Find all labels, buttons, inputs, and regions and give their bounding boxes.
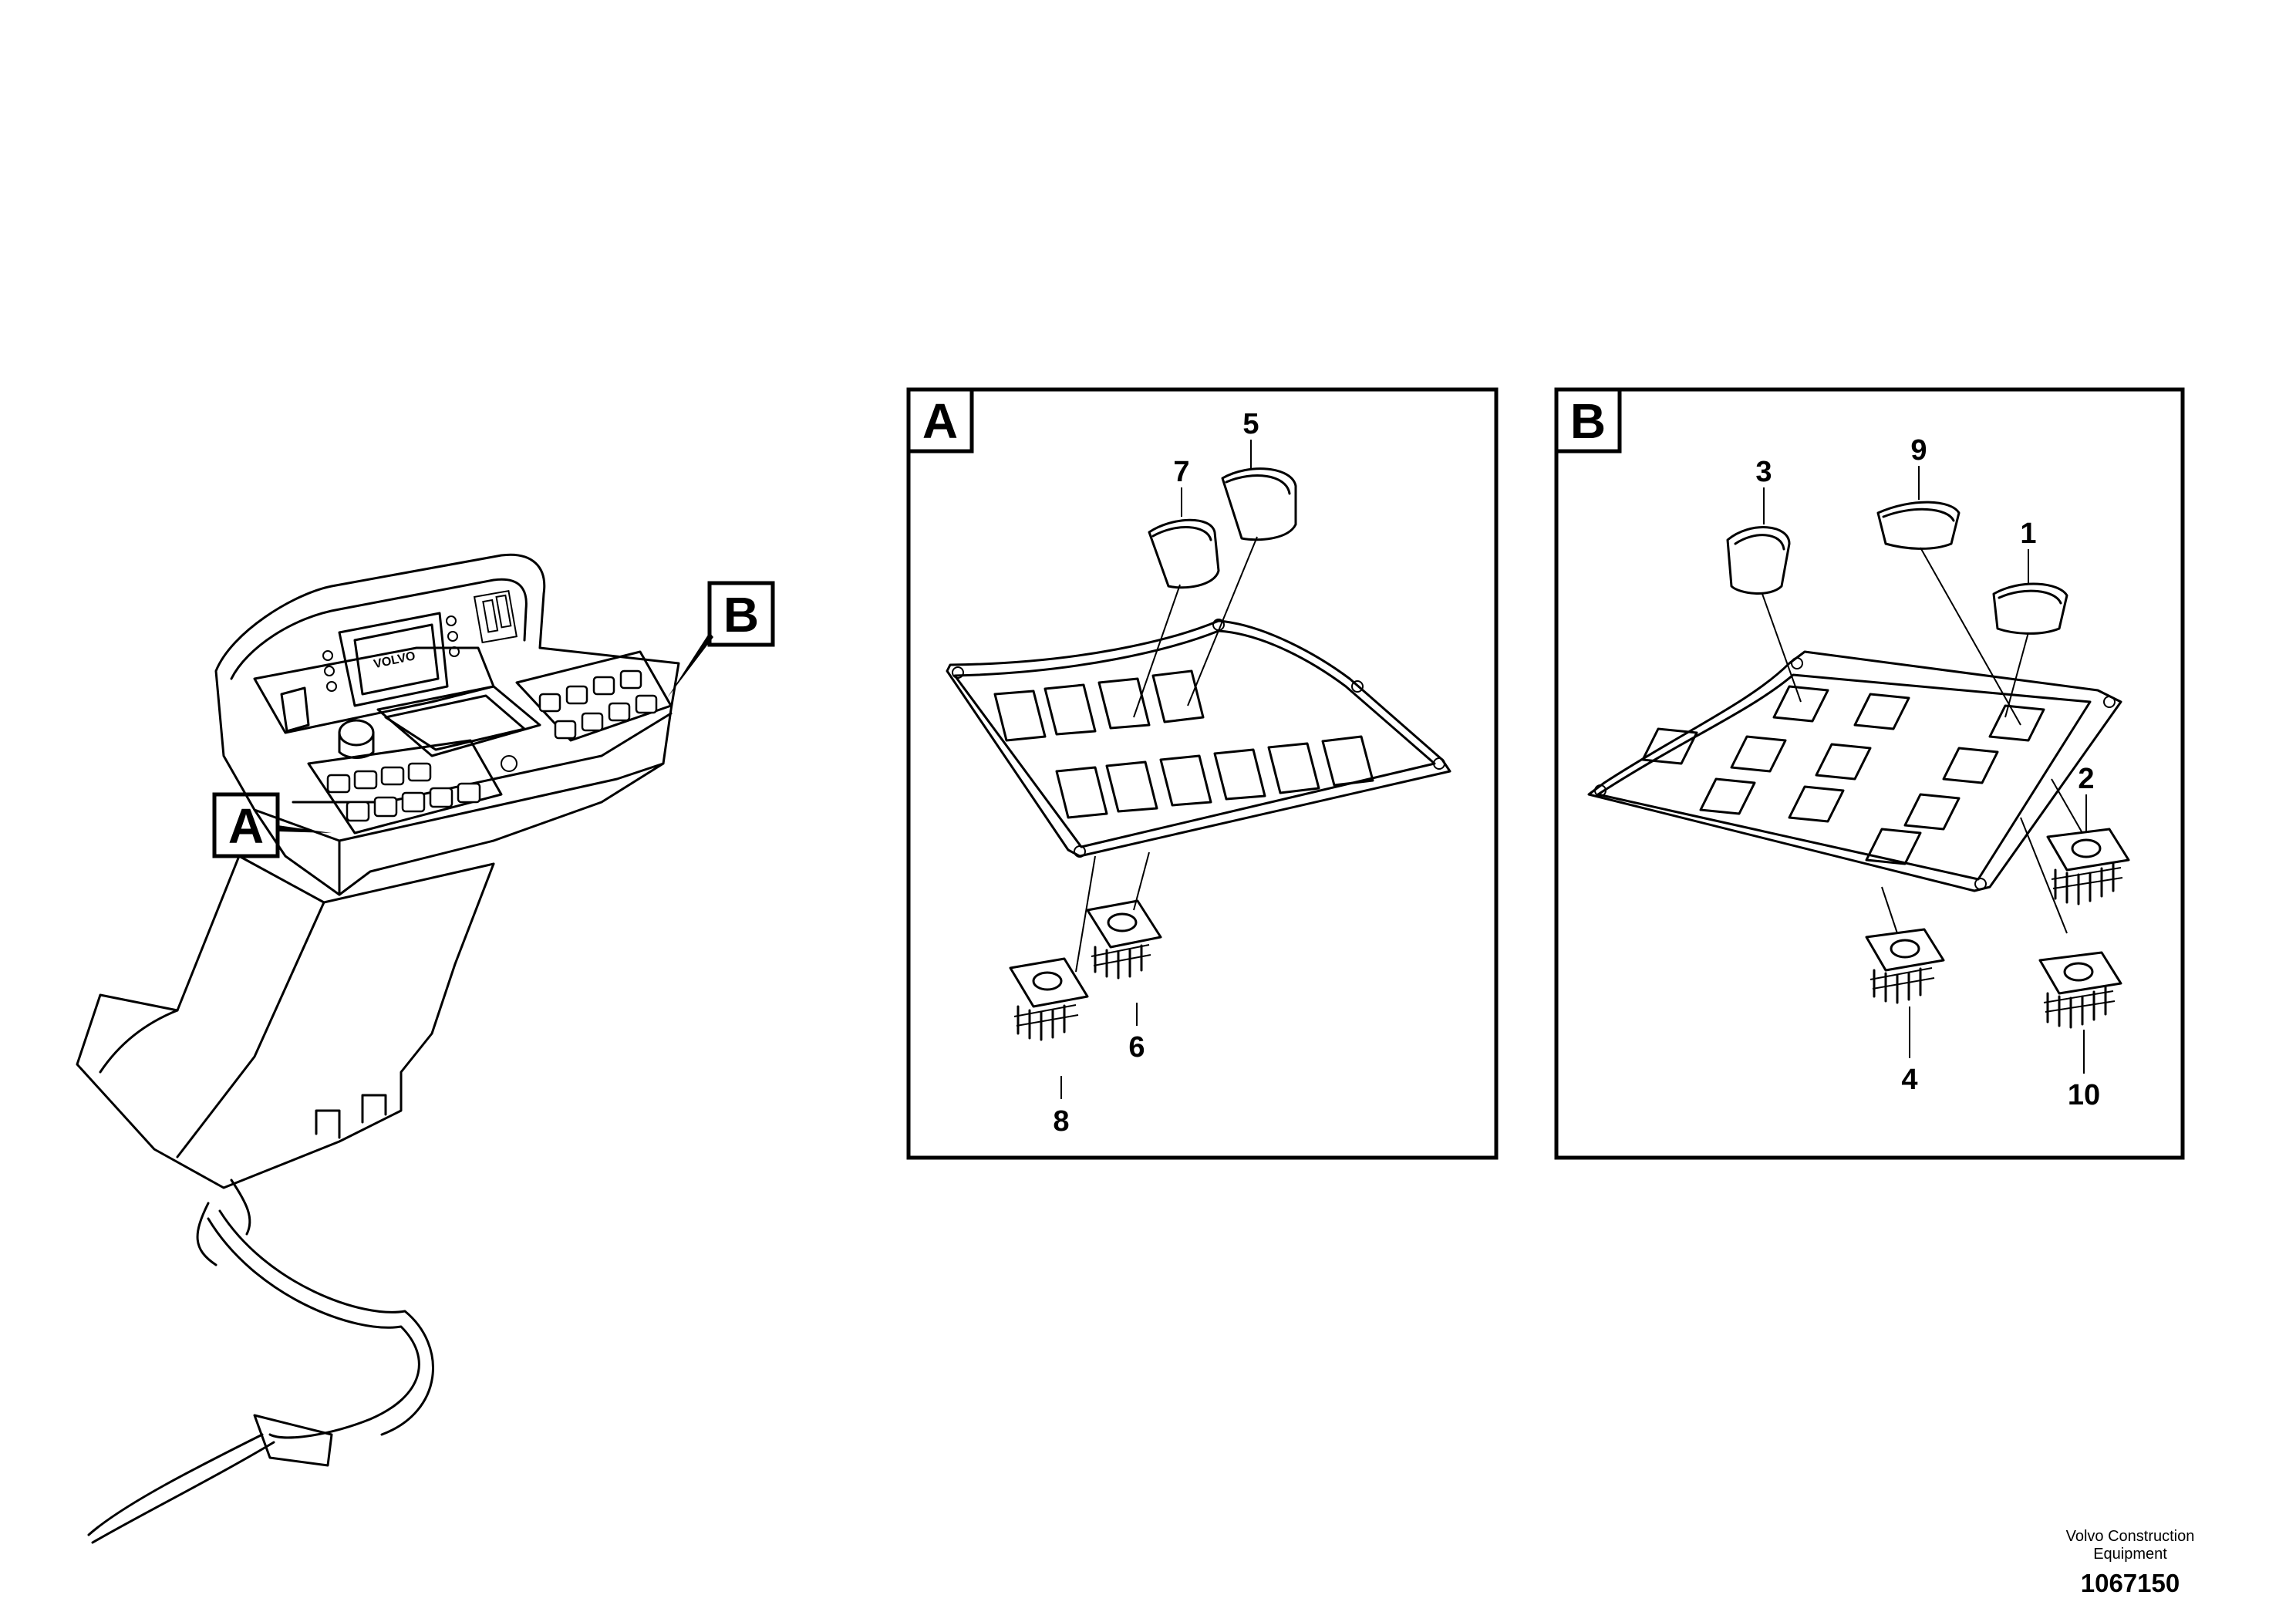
callout-7: 7: [1173, 456, 1189, 488]
overview-label-b-text: B: [723, 587, 759, 642]
callout-10: 10: [2068, 1079, 2100, 1111]
credit-line-2: Equipment: [2093, 1546, 2167, 1563]
footer-credit: Volvo Construction Equipment 1067150: [2066, 1528, 2195, 1597]
detail-b-switch-4: [1865, 928, 1945, 1004]
detail-a-letter: A: [922, 393, 958, 449]
detail-b-rocker-cap-1: [1992, 582, 2068, 635]
callout-8: 8: [1053, 1105, 1069, 1138]
callout-1: 1: [2020, 518, 2036, 550]
callout-4: 4: [1901, 1064, 1917, 1096]
overview-label-a: A: [212, 792, 332, 858]
document-number: 1067150: [2081, 1569, 2180, 1597]
credit-line-1: Volvo Construction: [2066, 1528, 2195, 1545]
detail-b-frame: B: [1554, 387, 2185, 1160]
detail-b-switch-2: [2046, 828, 2130, 905]
detail-a-frame: A: [906, 387, 1499, 1160]
detail-b-switch-10: [2038, 951, 2122, 1029]
detail-b-drawing: 3 9 1 2 4 10: [1587, 434, 2130, 1111]
detail-a-rocker-cap-5: [1221, 467, 1297, 541]
callout-2: 2: [2078, 763, 2094, 795]
overview-leader-a: [278, 825, 332, 833]
console-switch-block-b: [538, 669, 658, 740]
console-switch-block-a: [326, 762, 481, 822]
detail-a-switch-8: [1009, 957, 1089, 1041]
detail-b-letter: B: [1570, 393, 1606, 449]
callout-5: 5: [1242, 408, 1259, 440]
callout-9: 9: [1910, 434, 1927, 467]
detail-b-rocker-cap-3: [1726, 526, 1791, 595]
detail-b-rocker-cap-9: [1876, 501, 1961, 550]
overview-leader-b: [667, 632, 713, 698]
detail-a-switch-6: [1086, 899, 1162, 980]
callout-6: 6: [1128, 1031, 1145, 1064]
overview-label-a-text: A: [228, 798, 264, 854]
detail-a-rocker-cap-7: [1148, 518, 1220, 589]
callout-3: 3: [1755, 456, 1772, 488]
overview-label-b: B: [667, 581, 775, 698]
detail-a-drawing: 5 7 6 8: [946, 408, 1451, 1138]
console-overview-drawing: VOLVO: [76, 553, 680, 1544]
